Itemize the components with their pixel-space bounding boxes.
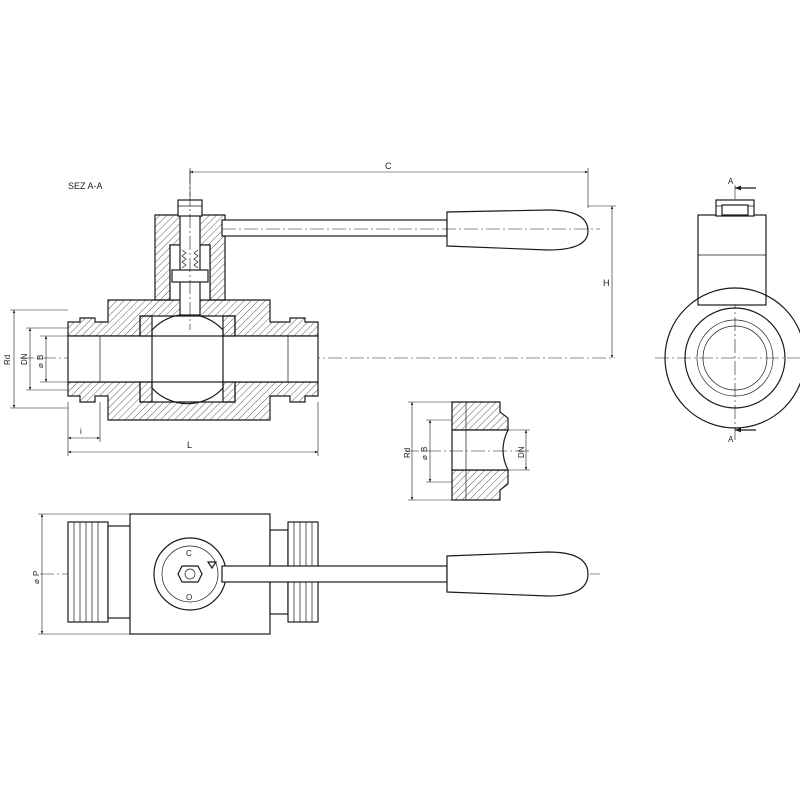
left-hex <box>107 525 131 619</box>
top-view: C O ⌀ P <box>32 513 600 635</box>
dim-b-dia-symbol: ⌀ <box>36 363 45 368</box>
detail-view: Rd ⌀ B DN <box>403 401 530 501</box>
dim-p-dia-symbol: ⌀ <box>32 579 41 584</box>
dim-l-label: L <box>187 440 192 450</box>
side-bore-circle <box>696 319 774 397</box>
seat-right-bottom <box>222 381 236 403</box>
dim-rd-label: Rd <box>3 355 12 365</box>
seat-left-top <box>139 315 153 337</box>
section-marker-bottom-label: A <box>728 435 734 444</box>
seat-left-bottom <box>139 381 153 403</box>
detail-b-label: B <box>420 447 429 452</box>
dim-p-label: P <box>32 571 41 576</box>
handle-open-label: O <box>186 593 192 602</box>
side-inner-circle <box>702 325 768 391</box>
section-title: SEZ A-A <box>68 181 103 191</box>
lever-grip <box>446 209 589 251</box>
ball-bottom-arc <box>151 387 224 405</box>
body-bottom-wall <box>67 381 319 421</box>
dim-h-label: H <box>603 278 610 288</box>
dim-dn-label: DN <box>20 353 29 365</box>
side-rd-circle <box>684 307 786 409</box>
handle-close-label: C <box>186 549 192 558</box>
dim-i-label: i <box>80 427 82 436</box>
dim-b-label: B <box>36 355 45 360</box>
seat-right-top <box>222 315 236 337</box>
detail-bottom-wall <box>451 469 509 501</box>
dim-c-label: C <box>385 161 392 171</box>
ball-top-arc <box>151 313 224 331</box>
handle-boss-ring <box>161 545 219 603</box>
lever-arm <box>221 219 448 237</box>
logo-mark <box>206 561 218 570</box>
detail-b-dia-symbol: ⌀ <box>420 455 429 460</box>
flow-bore <box>67 335 319 383</box>
side-view: A A <box>655 177 800 444</box>
detail-rd-label: Rd <box>403 448 412 458</box>
top-lever-arm <box>221 565 448 583</box>
top-lever-grip <box>446 551 589 597</box>
left-threaded-end <box>67 521 109 623</box>
detail-dn-label: DN <box>517 446 526 458</box>
section-view: C H L i Rd DN ⌀ B <box>3 161 616 456</box>
side-stem-housing <box>697 214 767 306</box>
detail-top-wall <box>451 401 509 431</box>
stem-hex-nut <box>177 565 203 583</box>
detail-bore <box>451 429 509 471</box>
section-marker-top-label: A <box>728 177 734 186</box>
